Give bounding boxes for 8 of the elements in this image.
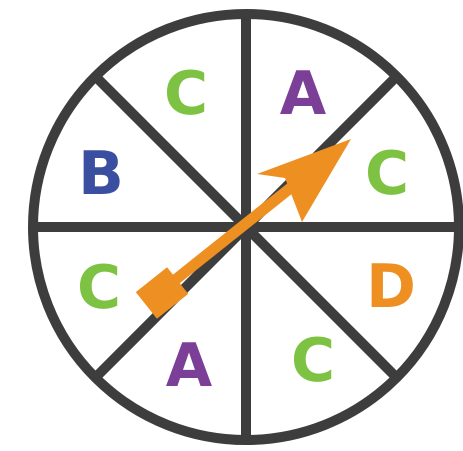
sector-letter: A bbox=[166, 336, 212, 396]
sector-letter: B bbox=[78, 144, 124, 204]
sector-letter: C bbox=[290, 331, 336, 391]
sector-letter: C bbox=[164, 64, 208, 124]
sector-letter: C bbox=[76, 258, 122, 318]
sector-letter: C bbox=[364, 144, 410, 204]
sector-letter: A bbox=[280, 64, 326, 124]
sector-letter: D bbox=[366, 257, 416, 317]
